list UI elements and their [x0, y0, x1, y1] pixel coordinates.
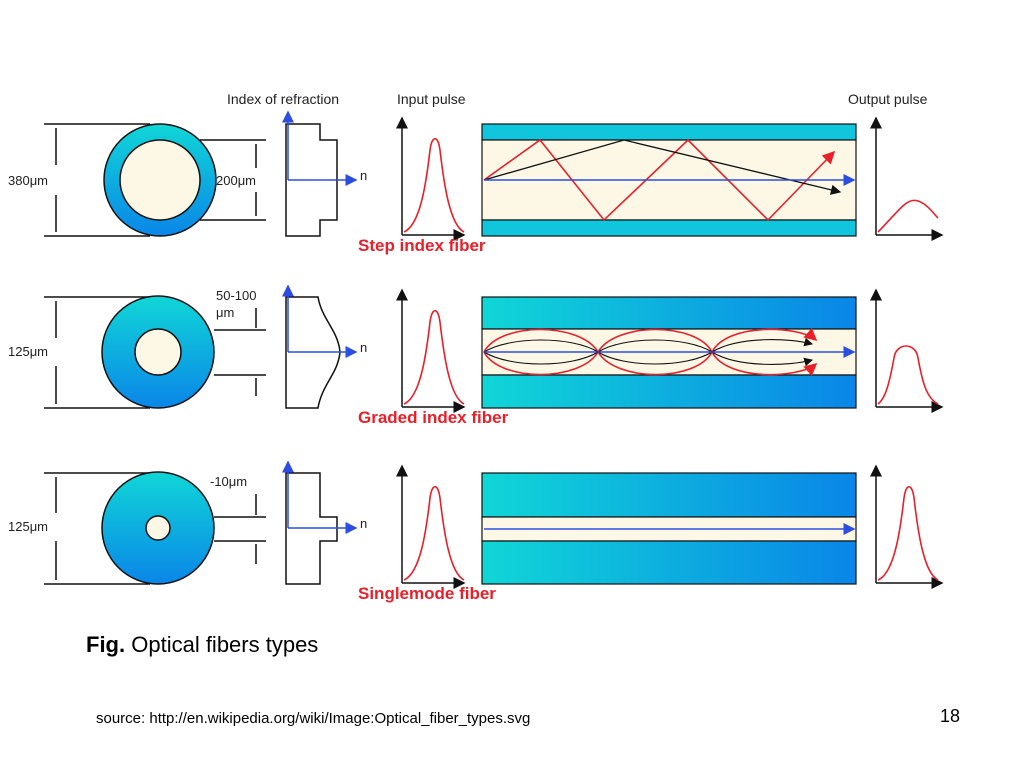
step-outer-dimension	[44, 123, 150, 237]
step-cross-section-core	[119, 139, 201, 221]
step-fiber-cladding-bottom	[481, 219, 857, 237]
graded-output-pulse	[870, 288, 944, 413]
singlemode-cross-section-core	[145, 515, 171, 541]
figure-caption: Fig. Optical fibers types	[86, 632, 318, 658]
singlemode-core-dim-label: -10μm	[210, 474, 247, 489]
step-core-dimension	[200, 139, 266, 221]
graded-outer-dimension	[44, 296, 150, 409]
graded-core-dimension	[214, 308, 266, 396]
graded-fiber-cladding-top	[481, 296, 857, 330]
source-citation: source: http://en.wikipedia.org/wiki/Ima…	[96, 710, 531, 727]
step-index-title: Step index fiber	[358, 236, 486, 255]
caption-text: Optical fibers types	[131, 632, 319, 657]
step-ray-black	[483, 139, 842, 195]
graded-input-pulse	[396, 288, 466, 413]
step-fiber-cladding-top	[481, 123, 857, 141]
page-number: 18	[940, 706, 961, 726]
graded-fiber-cladding-bottom	[481, 374, 857, 409]
caption-prefix: Fig.	[86, 632, 126, 657]
singlemode-row: 125μm -10μm n Singlemode fiber	[8, 460, 944, 603]
singlemode-n-label: n	[360, 516, 367, 531]
header-input-pulse: Input pulse	[397, 91, 466, 107]
graded-core-dim-label-1: 50-100	[216, 288, 256, 303]
singlemode-core-dimension	[214, 494, 266, 564]
header-index-of-refraction: Index of refraction	[227, 91, 339, 107]
step-core-dim-label: 200μm	[216, 173, 256, 188]
step-n-label: n	[360, 168, 367, 183]
singlemode-fiber-cladding-bottom	[481, 540, 857, 585]
graded-ray-paths	[483, 327, 856, 377]
graded-index-title: Graded index fiber	[358, 408, 509, 427]
singlemode-output-pulse	[870, 464, 944, 589]
singlemode-input-pulse	[396, 464, 466, 589]
graded-index-row: 125μm 50-100 μm n	[8, 284, 944, 427]
header-output-pulse: Output pulse	[848, 91, 928, 107]
step-output-pulse	[870, 116, 944, 241]
step-outer-dim-label: 380μm	[8, 173, 48, 188]
step-input-pulse	[396, 116, 466, 241]
graded-n-label: n	[360, 340, 367, 355]
step-index-row: 380μm 200μm n	[8, 110, 944, 255]
graded-outer-dim-label: 125μm	[8, 344, 48, 359]
graded-core-dim-label-2: μm	[216, 305, 234, 320]
graded-cross-section-core	[134, 328, 182, 376]
singlemode-outer-dim-label: 125μm	[8, 519, 48, 534]
singlemode-outer-dimension	[44, 472, 150, 585]
singlemode-title: Singlemode fiber	[358, 584, 496, 603]
singlemode-fiber-cladding-top	[481, 472, 857, 518]
